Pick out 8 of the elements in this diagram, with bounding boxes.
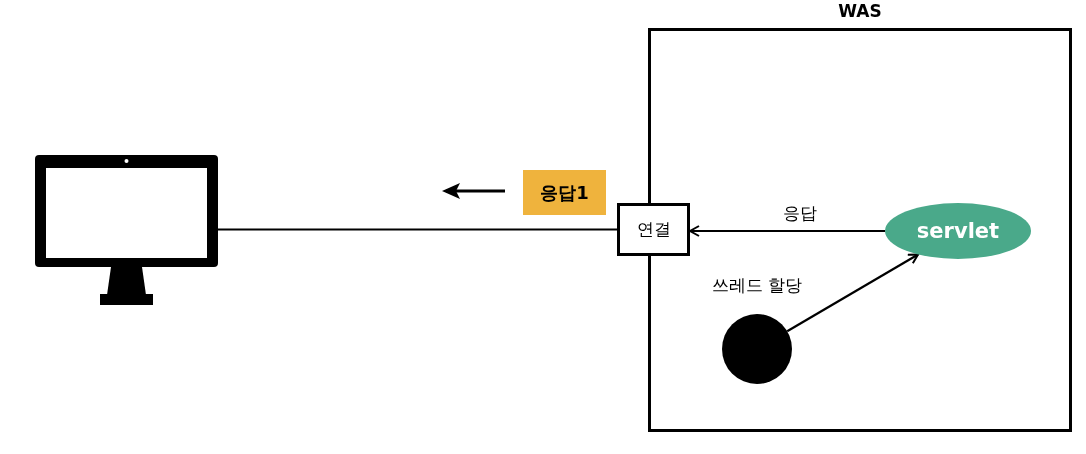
response-tag: 응답1: [523, 170, 606, 215]
process-box: 연결: [617, 203, 690, 256]
arrow: [689, 225, 885, 237]
computer-icon: [35, 155, 218, 305]
box-heading: WAS: [837, 1, 883, 21]
connector-line: [218, 228, 617, 231]
servlet-ellipse: servlet: [885, 203, 1031, 259]
arrow: [786, 253, 920, 333]
